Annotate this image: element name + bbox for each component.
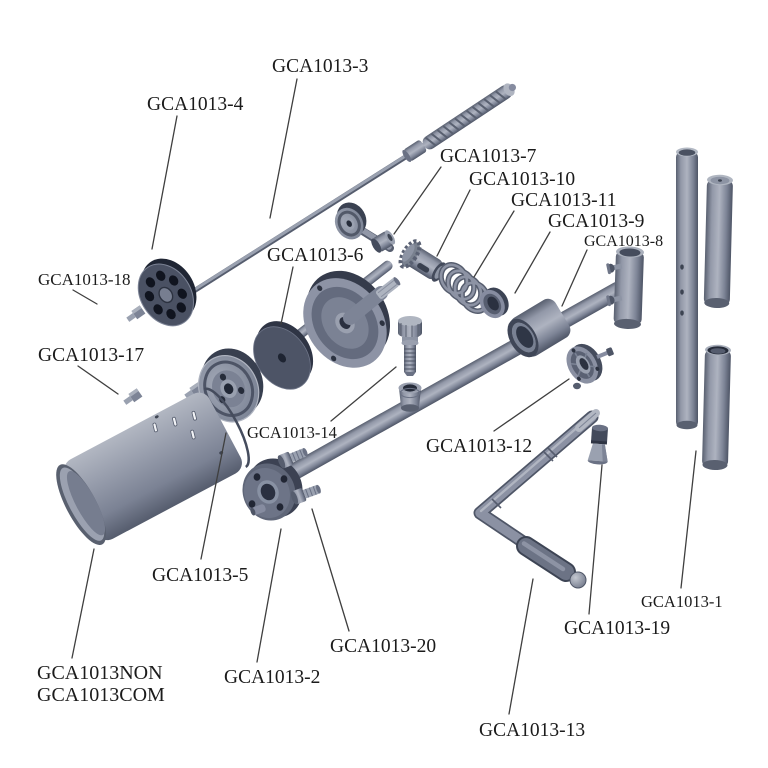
part-pulley-wheel [198,348,264,423]
part-label-GCA1013-7: GCA1013-7 [440,146,537,167]
leader-line-GCA1013-6 [280,266,294,325]
part-rod-with-spring [184,83,516,299]
leader-line-GCA1013-5 [200,432,227,560]
part-label-GCA1013-3: GCA1013-3 [272,56,368,77]
leader-line-GCA1013-8 [561,249,588,307]
part-label-GCA1013-17: GCA1013-17 [38,345,144,366]
leader-line-GCA1013-12 [493,378,570,432]
leader-line-GCA1013-7 [393,166,442,235]
part-barrel [56,387,250,545]
leader-line-GCA1013-10 [436,189,471,257]
part-adjusting-ring [566,343,614,390]
part-thumbscrew [398,316,422,376]
part-washer-disc [253,321,314,390]
part-flange-bolt [277,448,308,469]
part-label-GCA1013COM: GCA1013COM [37,684,165,706]
part-label-GCA1013-11: GCA1013-11 [511,190,616,211]
part-label-GCA1013-8: GCA1013-8 [584,233,663,250]
part-square-bolt [587,424,608,465]
leader-line-GCA1013-9 [514,231,551,294]
part-wing-screw [606,295,623,307]
leader-line-GCA1013-1 [680,450,697,589]
part-labels-layer: GCA1013-3GCA1013-4GCA1013-7GCA1013-10GCA… [37,56,723,741]
part-crank-handle [473,409,600,589]
part-label-GCA1013-6: GCA1013-6 [267,245,364,266]
part-frame-tube [242,246,644,521]
part-flange [242,458,303,521]
part-label-GCA1013-12: GCA1013-12 [426,436,532,457]
part-label-GCA1013-9: GCA1013-9 [548,211,644,232]
part-ring-bolt [596,347,614,359]
leader-line-GCA1013-17 [77,365,119,395]
leader-line-GCA1013-3 [269,78,298,219]
part-auger-shaft [238,260,401,390]
leader-line-GCA1013-4 [151,115,178,250]
leader-line-GCA1013-14 [330,366,397,422]
part-head-boss [507,298,571,358]
part-label-GCA1013-19: GCA1013-19 [564,618,670,639]
leader-line-GCA1013-18 [72,289,98,305]
part-label-GCA1013-18: GCA1013-18 [38,270,131,289]
part-leg-clamp [613,246,644,329]
part-label-GCA1013NON: GCA1013NON [37,662,163,684]
part-flange-pin [250,504,266,516]
part-bearing-plate [303,270,391,368]
leader-line-GCA1013-2 [256,528,282,663]
part-label-GCA1013-1: GCA1013-1 [641,592,723,611]
part-label-GCA1013-10: GCA1013-10 [469,169,575,190]
part-shaft-collar [371,230,396,253]
part-label-GCA1013-5: GCA1013-5 [152,565,248,586]
part-label-GCA1013-2: GCA1013-2 [224,667,320,688]
part-label-GCA1013-4: GCA1013-4 [147,94,244,115]
part-label-GCA1013-20: GCA1013-20 [330,636,436,657]
part-bearing-ring [479,287,509,319]
part-flange-bolt [290,484,321,505]
part-screw-cup [398,382,422,412]
part-leg-tube-lower-right [702,344,731,470]
part-perforated-disc [137,258,197,327]
part-wing-screw [606,263,623,275]
leader-line-GCA1013-13 [508,578,534,715]
part-label-GCA1013-14: GCA1013-14 [247,423,337,442]
leader-line-GCA1013NON [71,548,95,659]
leader-lines-layer [71,78,697,715]
part-leg-tube-upper-right [703,174,733,308]
leader-line-GCA1013-19 [588,464,603,615]
part-small-pulley [334,202,396,253]
leader-line-GCA1013-20 [311,508,350,632]
part-leg-tube-long [676,147,698,430]
leader-line-GCA1013-11 [473,210,515,278]
part-spring [438,262,491,314]
part-label-GCA1013-13: GCA1013-13 [479,720,585,741]
